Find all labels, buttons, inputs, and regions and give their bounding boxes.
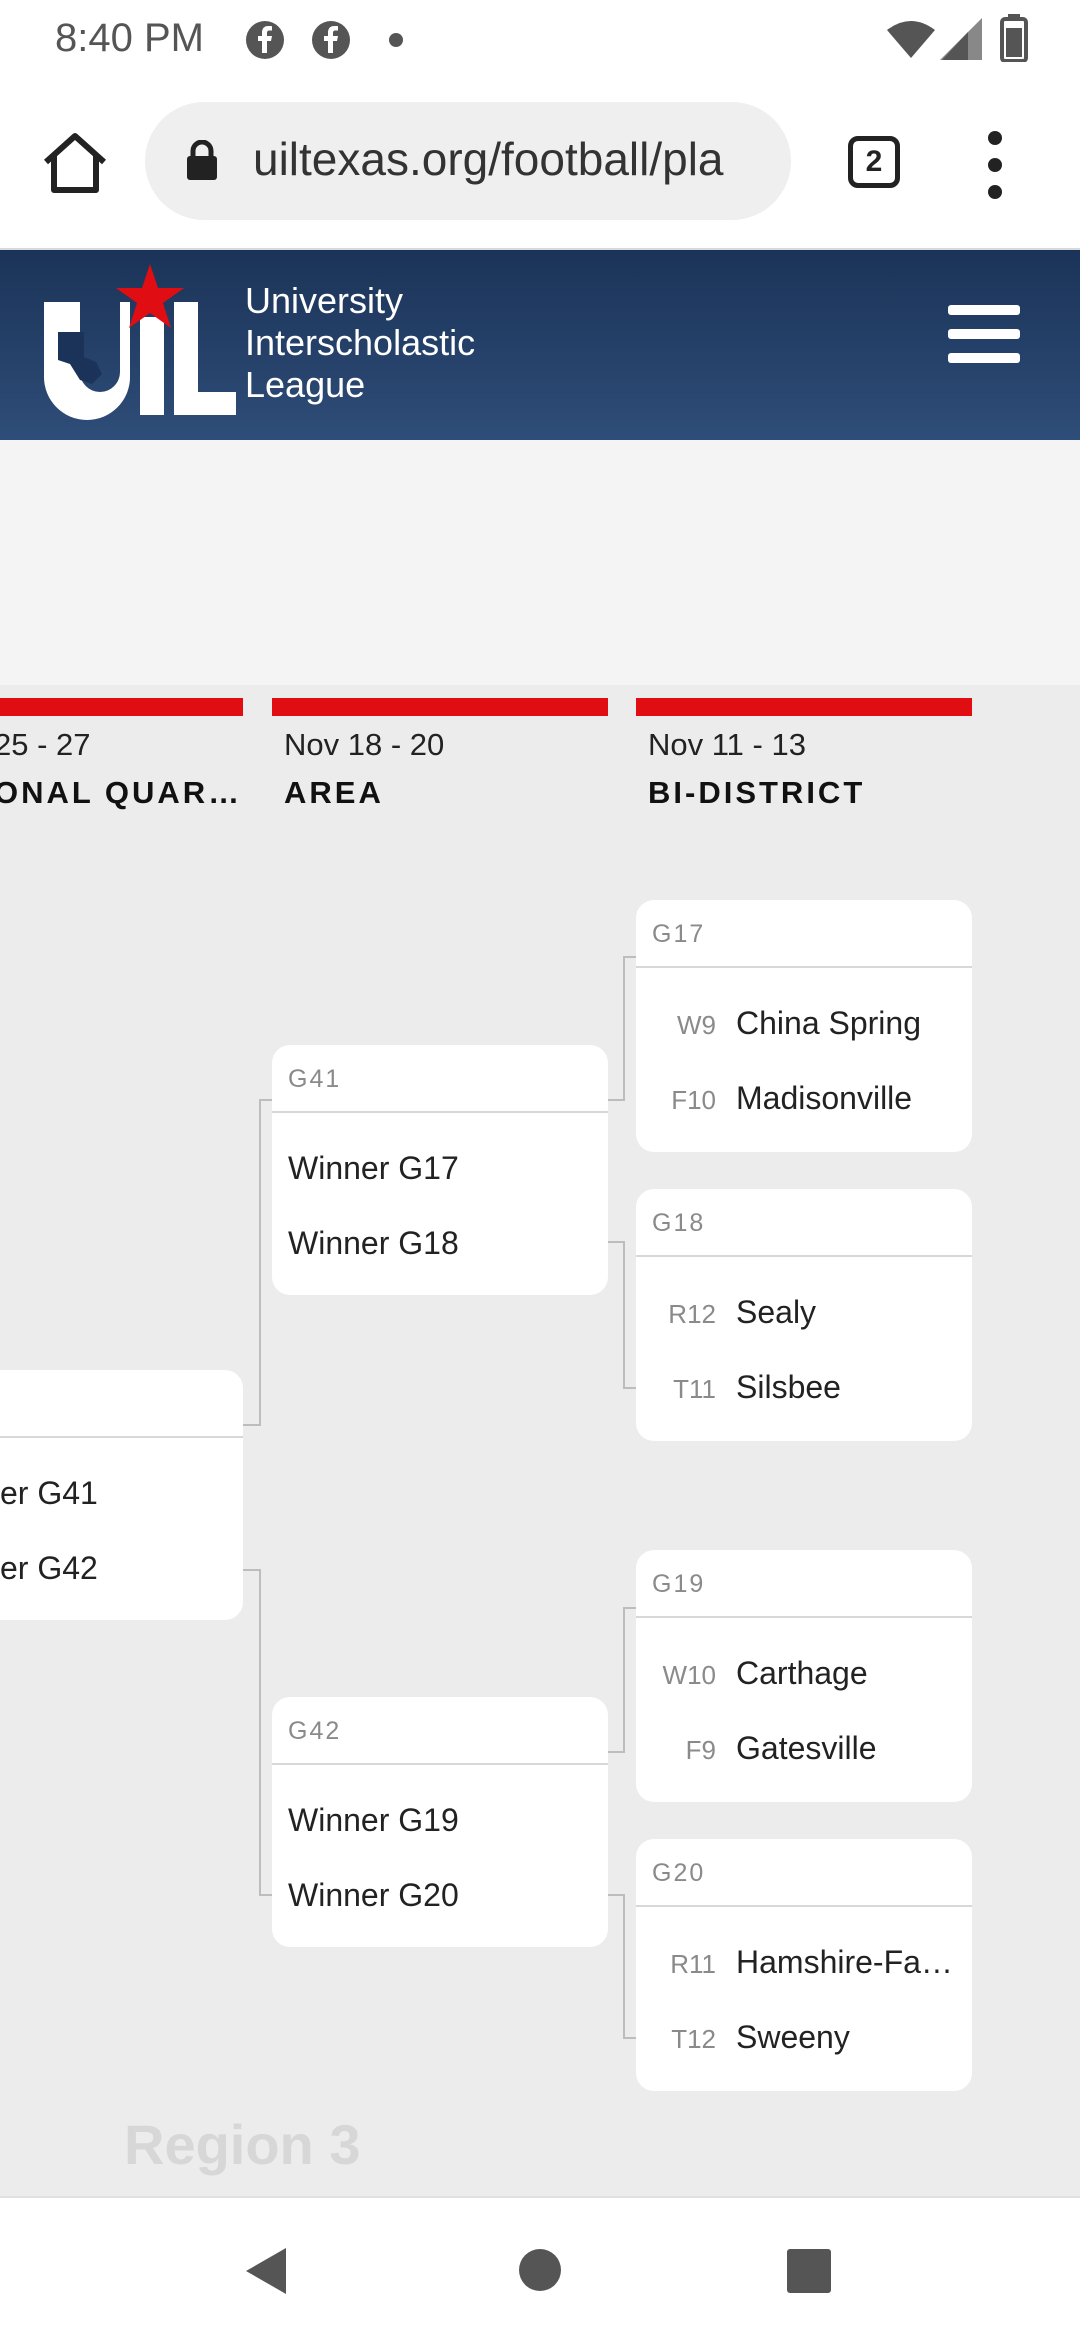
- team-name: Winner G17: [288, 1150, 459, 1186]
- battery-icon: [1000, 14, 1028, 62]
- recents-icon[interactable]: [786, 2248, 832, 2294]
- team-seed: W10: [662, 1660, 716, 1690]
- team-name: Hamshire-Fa…: [736, 1944, 953, 1980]
- game-card-regional[interactable]: er G41 er G42: [0, 1370, 243, 1620]
- round-date: Nov 18 - 20: [284, 727, 445, 762]
- hamburger-menu-icon[interactable]: [948, 305, 1020, 367]
- team-seed: W9: [677, 1010, 716, 1040]
- game-card-g18[interactable]: G18 R12 Sealy T11 Silsbee: [636, 1189, 972, 1441]
- back-icon[interactable]: [244, 2246, 288, 2296]
- region-label: Region 3: [124, 2113, 361, 2176]
- team-seed: T12: [671, 2024, 716, 2054]
- site-name: University Interscholastic League: [245, 280, 475, 406]
- game-card-g41[interactable]: G41 Winner G17 Winner G18: [272, 1045, 608, 1295]
- team-name: er G41: [0, 1475, 98, 1511]
- tab-switcher-button[interactable]: 2: [848, 136, 900, 188]
- round-name: BI-DISTRICT: [648, 775, 866, 810]
- url-text: uiltexas.org/football/pla: [253, 133, 724, 185]
- site-name-line: League: [245, 364, 366, 405]
- round-bar: [272, 698, 608, 716]
- game-card-g17[interactable]: G17 W9 China Spring F10 Madisonville: [636, 900, 972, 1152]
- uil-logo[interactable]: [40, 262, 240, 422]
- round-bar: [636, 698, 972, 716]
- team-name: Gatesville: [736, 1730, 877, 1766]
- team-name: Madisonville: [736, 1080, 913, 1116]
- round-name: AREA: [284, 775, 384, 810]
- status-bar: 8:40 PM: [0, 0, 1080, 80]
- team-name: Silsbee: [736, 1369, 841, 1405]
- game-card-g20[interactable]: G20 R11 Hamshire-Fa… T12 Sweeny: [636, 1839, 972, 2091]
- team-seed: R12: [668, 1299, 716, 1329]
- team-name: Winner G18: [288, 1225, 459, 1261]
- home-icon[interactable]: [40, 128, 110, 198]
- round-date: 25 - 27: [0, 727, 91, 762]
- team-name: Carthage: [736, 1655, 868, 1691]
- game-id: G19: [636, 1550, 972, 1618]
- home-circle-icon[interactable]: [518, 2248, 562, 2292]
- team-seed: R11: [670, 1949, 716, 1979]
- game-card-header: [0, 1370, 243, 1438]
- team-seed: F10: [671, 1085, 716, 1115]
- team-seed: T11: [673, 1374, 716, 1404]
- browser-toolbar: uiltexas.org/football/pla 2: [0, 80, 1080, 250]
- game-id: G18: [636, 1189, 972, 1257]
- round-bar: [0, 698, 243, 716]
- game-id: G41: [272, 1045, 608, 1113]
- game-id: G17: [636, 900, 972, 968]
- wifi-icon: [887, 21, 935, 58]
- facebook-icon: [246, 21, 284, 59]
- team-seed: F9: [685, 1735, 716, 1765]
- site-header: University Interscholastic League: [0, 250, 1080, 440]
- site-name-line: Interscholastic: [245, 322, 476, 363]
- round-name: ONAL QUAR…: [0, 775, 243, 810]
- game-id: G42: [272, 1697, 608, 1765]
- team-name: China Spring: [736, 1005, 921, 1041]
- address-bar[interactable]: uiltexas.org/football/pla: [145, 102, 791, 220]
- team-name: Winner G20: [288, 1877, 459, 1913]
- round-date: Nov 11 - 13: [648, 727, 806, 762]
- site-name-line: University: [245, 280, 404, 321]
- system-nav-bar: [0, 2196, 1080, 2342]
- banner-area: [0, 440, 1080, 685]
- notification-dot-icon: [389, 33, 403, 47]
- facebook-icon: [312, 21, 350, 59]
- more-options-icon[interactable]: [985, 130, 1005, 200]
- game-card-g42[interactable]: G42 Winner G19 Winner G20: [272, 1697, 608, 1947]
- team-name: er G42: [0, 1550, 98, 1586]
- team-name: Sealy: [736, 1294, 817, 1330]
- lock-icon: [187, 140, 217, 180]
- team-name: Winner G19: [288, 1802, 459, 1838]
- cell-signal-icon: [940, 18, 982, 60]
- status-time: 8:40 PM: [55, 16, 204, 60]
- game-card-g19[interactable]: G19 W10 Carthage F9 Gatesville: [636, 1550, 972, 1802]
- team-name: Sweeny: [736, 2019, 850, 2055]
- game-id: G20: [636, 1839, 972, 1907]
